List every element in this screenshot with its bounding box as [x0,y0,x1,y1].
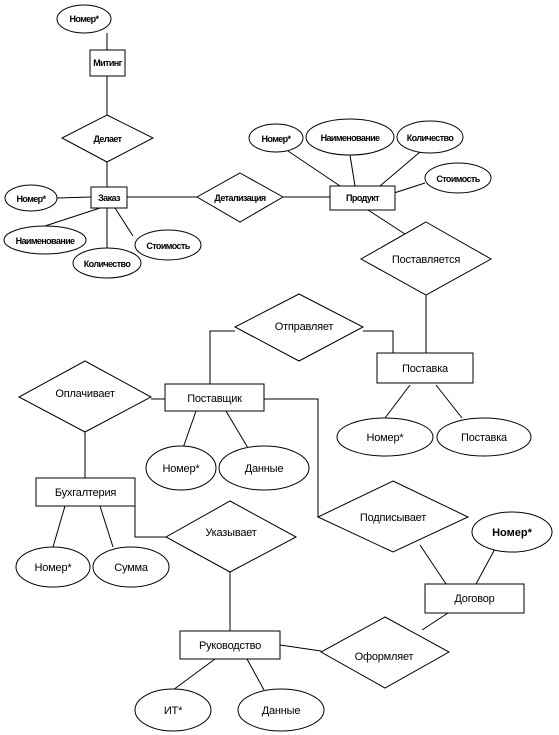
svg-text:Продукт: Продукт [346,193,380,203]
entity-rukovodstvo: Руководство [179,630,281,660]
svg-text:Данные: Данные [262,705,301,717]
relationship-otpravlyaet: Отправляет [233,293,365,362]
connectors [44,33,497,691]
line-dogovor-nomer [475,546,497,585]
svg-text:Оплачивает: Оплачивает [55,388,114,400]
entity-zakaz: Заказ [90,186,128,209]
line-zakaz-nomer [56,196,92,199]
attr-produkt-kolichestvo: Количество [396,120,464,154]
line-postavshik-podpisyvaet-dogovor [264,398,447,585]
svg-text:Бухгалтерия: Бухгалтерия [55,487,117,499]
attr-produkt-nomer: Номер* [248,123,304,153]
attr-rukovodstvo-dannye: Данные [237,688,325,732]
attr-zakaz-nomer: Номер* [4,184,58,212]
attr-produkt-stoimost: Стоимость [424,162,492,194]
line-postavshik-dannye [225,410,249,449]
svg-text:Номер*: Номер* [17,194,47,204]
svg-text:Подписывает: Подписывает [360,512,426,524]
line-bukhgalteriya-summa [99,505,114,548]
line-postavshik-otpravlyaet-postavka [209,330,394,384]
entity-bukhgalteriya: Бухгалтерия [35,477,136,507]
svg-text:Стоимость: Стоимость [436,174,480,184]
svg-text:Поставляется: Поставляется [392,254,460,266]
svg-text:Сумма: Сумма [114,562,149,574]
attr-produkt-naimenovanie: Наименование [305,118,395,156]
attr-zakaz-stoimost: Стоимость [134,229,202,261]
line-bukhgalteriya-nomer [52,505,66,548]
svg-text:Количество: Количество [84,259,132,269]
svg-text:Оформляет: Оформляет [355,651,414,663]
line-produkt-postavlyaetsya [367,209,406,235]
entity-produkt: Продукт [329,185,396,211]
attr-bukhgalteriya-nomer: Номер* [15,546,91,588]
entity-postavka: Поставка [376,352,474,384]
attr-zakaz-kolichestvo: Количество [72,247,142,279]
svg-text:Наименование: Наименование [321,133,380,143]
svg-text:Наименование: Наименование [16,236,75,246]
line-postavshik-nomer [182,410,197,449]
entity-dogovor: Договор [424,583,525,614]
svg-text:Указывает: Указывает [205,527,256,539]
line-zakaz-stoimost [114,207,134,237]
line-produkt-nomer [287,150,341,187]
attr-dogovor-nomer: Номер* [471,511,553,553]
svg-text:Количество: Количество [407,133,455,143]
svg-text:Данные: Данные [245,463,284,475]
svg-text:Стоимость: Стоимость [146,241,190,251]
svg-text:Номер*: Номер* [262,134,292,144]
line-zakaz-naimenovanie [44,207,101,227]
svg-text:Поставка: Поставка [461,432,508,444]
svg-text:Митинг: Митинг [93,58,122,68]
svg-text:ИТ*: ИТ* [164,705,183,717]
svg-text:Номер*: Номер* [492,527,532,539]
svg-text:Детализация: Детализация [214,193,265,203]
attr-postavshik-nomer: Номер* [145,445,217,491]
relationship-podpisyvaet: Подписывает [316,480,470,553]
line-produkt-kolichestvo [379,151,421,187]
relationship-oformlyaet: Оформляет [319,616,451,689]
attr-rukovodstvo-it: ИТ* [134,688,212,732]
relationship-postavlyaetsya: Поставляется [359,221,493,296]
relationship-oplachivaet: Оплачивает [17,360,153,433]
line-produkt-stoimost [390,182,426,195]
entity-postavshik: Поставщик [164,383,265,412]
attr-miting-nomer: Номер* [56,4,112,34]
svg-text:Номер*: Номер* [35,562,73,574]
attr-postavka-postavka: Поставка [436,417,532,457]
line-rukovodstvo-oformlyaet [279,644,322,652]
svg-text:Номер*: Номер* [367,432,405,444]
line-postavka-postavka [435,384,463,419]
svg-text:Делает: Делает [94,134,123,144]
line-dogovor-oformlyaet [421,612,449,631]
attr-zakaz-naimenovanie: Наименование [3,225,87,255]
svg-text:Поставка: Поставка [402,363,449,375]
svg-text:Номер*: Номер* [163,463,201,475]
line-postavka-nomer [384,384,411,419]
svg-text:Договор: Договор [454,593,494,605]
relationship-detalizaciya: Детализация [195,172,285,223]
svg-text:Отправляет: Отправляет [275,321,334,333]
line-bukhgalteriya-ukazyvaet [134,492,166,538]
entity-miting: Митинг [89,49,126,77]
attr-postavka-nomer: Номер* [336,417,434,457]
relationship-delaet: Делает [60,114,155,163]
relationship-ukazyvaet: Указывает [164,500,298,573]
attr-postavshik-dannye: Данные [218,445,310,491]
svg-text:Заказ: Заказ [98,193,121,203]
svg-text:Руководство: Руководство [199,640,261,652]
line-produkt-naimenovanie [349,154,356,187]
attr-bukhgalteriya-summa: Сумма [92,546,170,588]
line-rukovodstvo-dannye [246,658,265,691]
svg-text:Номер*: Номер* [70,14,100,24]
svg-text:Поставщик: Поставщик [187,393,242,405]
line-rukovodstvo-it [172,658,216,691]
